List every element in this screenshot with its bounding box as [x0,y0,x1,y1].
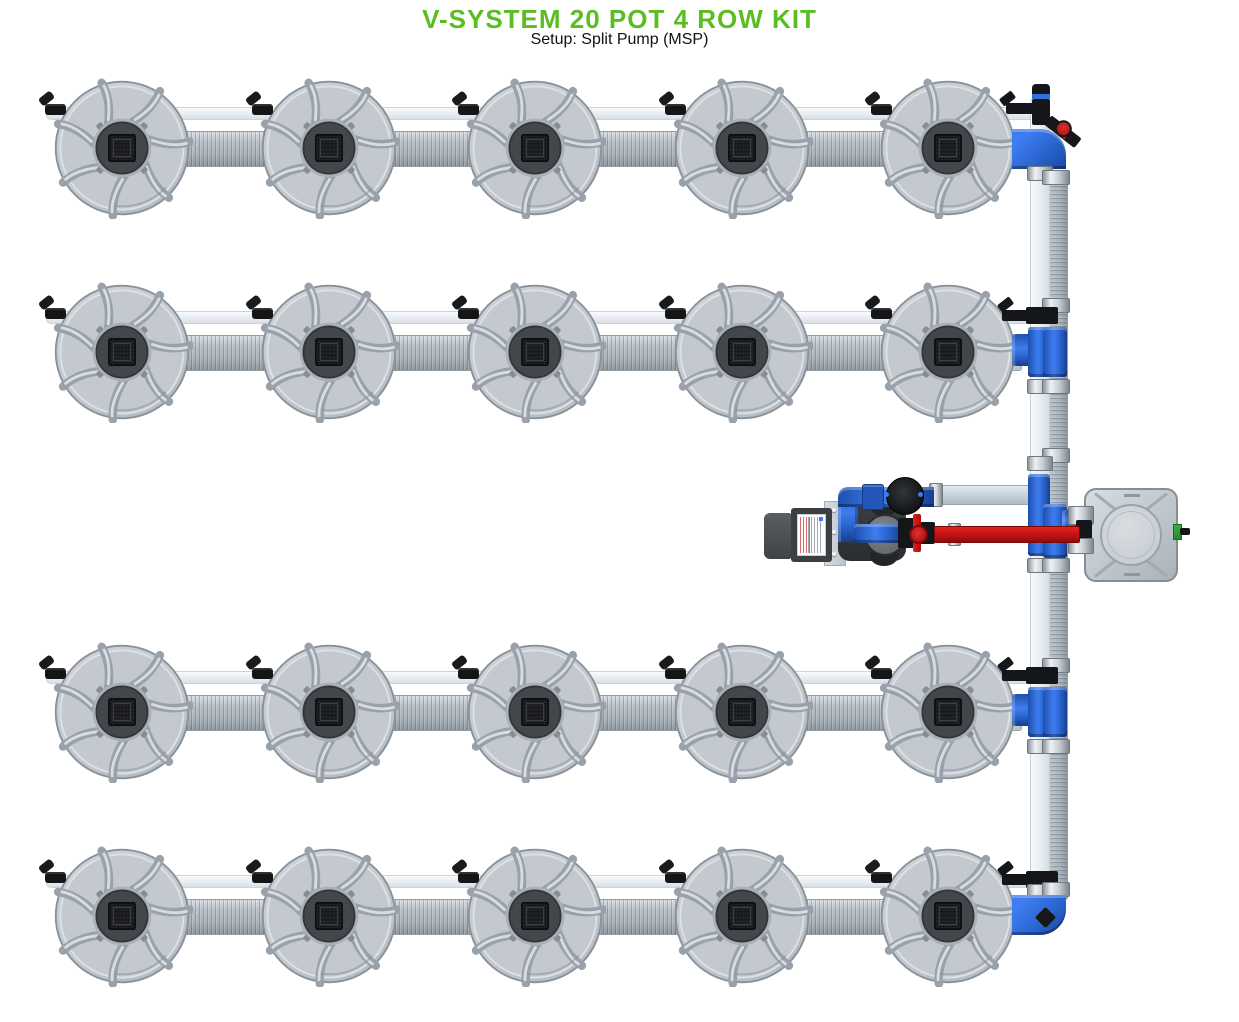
pump-to-manifold-pipe [938,485,1038,505]
pot-r4-c1 [37,845,193,987]
kit-title: V-SYSTEM 20 POT 4 ROW KIT [422,4,817,34]
barb-fitting-icon [863,654,905,687]
barb-fitting-icon [863,294,905,327]
pot-r3-c3 [450,641,606,783]
row-3-feed-coupler [1043,687,1067,737]
barb-fitting-icon [657,294,699,327]
manifold-top-tee [1032,99,1050,125]
pot-r1-c3 [450,77,606,219]
barb-fitting-icon [37,294,79,327]
barb-fitting-icon [37,90,79,123]
barb-fitting-icon [863,90,905,123]
barb-fitting-icon [244,294,286,327]
barb-fitting-icon [37,654,79,687]
pot-r4-c2 [244,845,400,987]
pot-r1-c2 [244,77,400,219]
top-cap-blue-band [1032,94,1050,99]
kit-subtitle: Setup: Split Pump (MSP) [530,31,709,48]
row-4-return-barb [1002,874,1028,885]
hose-clamp [1042,170,1070,185]
reservoir [1084,488,1178,582]
row-2-return-tee [1026,307,1058,324]
row-1-manifold-elbow [1012,129,1066,169]
barb-fitting-icon [657,90,699,123]
reservoir-drain-barb [1180,528,1190,535]
row-2-feed-branch [1012,334,1032,366]
pot-r2-c2 [244,281,400,423]
lid-mark [1124,494,1140,497]
pot-r3-c2 [244,641,400,783]
inline-filter-icon [886,477,924,515]
pot-r1-c1 [37,77,193,219]
row-3-feed-branch [1012,694,1032,726]
filter-bolt-icon [918,492,923,497]
barb-fitting-icon [450,858,492,891]
barb-fitting-icon [450,90,492,123]
pot-r2-c3 [450,281,606,423]
pump-controller [791,508,832,562]
barb-fitting-icon [244,90,286,123]
pot-r1-c4 [657,77,813,219]
row-3-return-barb [1002,670,1028,681]
barb-fitting-icon [244,654,286,687]
hose-clamp [1042,558,1070,573]
manifold-top-cap [1032,84,1050,94]
pipe-union [862,484,884,510]
ball-valve-icon [909,525,928,544]
pot-r3-c1 [37,641,193,783]
pot-r2-c4 [657,281,813,423]
barb-fitting-icon [244,858,286,891]
pot-r2-c1 [37,281,193,423]
hose-clamp [1042,739,1070,754]
pump-motor [764,513,791,559]
pot-r4-c5 [863,845,1019,987]
barb-fitting-icon [37,858,79,891]
pot-r2-c5 [863,281,1019,423]
reservoir-lid [1100,504,1162,566]
pot-r1-c5 [863,77,1019,219]
barb-fitting-icon [863,858,905,891]
row-3-return-tee [1026,667,1058,684]
barb-fitting-icon [657,858,699,891]
row-2-return-barb [1002,310,1028,321]
pump-spec-label [797,514,826,556]
barb-fitting-icon [450,654,492,687]
pot-r4-c3 [450,845,606,987]
row-2-feed-coupler [1043,327,1067,377]
pump-feed-pipe [854,524,902,543]
lid-mark [1124,573,1140,576]
pot-r3-c5 [863,641,1019,783]
hose-clamp [1027,456,1053,471]
reservoir-feed-pipe-red [934,526,1080,543]
barb-fitting-icon [450,294,492,327]
filter-bolt-icon [884,492,889,497]
barb-fitting-icon [657,654,699,687]
top-tee-barb [1006,103,1034,114]
hose-clamp [1042,379,1070,394]
pot-r4-c4 [657,845,813,987]
pot-r3-c4 [657,641,813,783]
